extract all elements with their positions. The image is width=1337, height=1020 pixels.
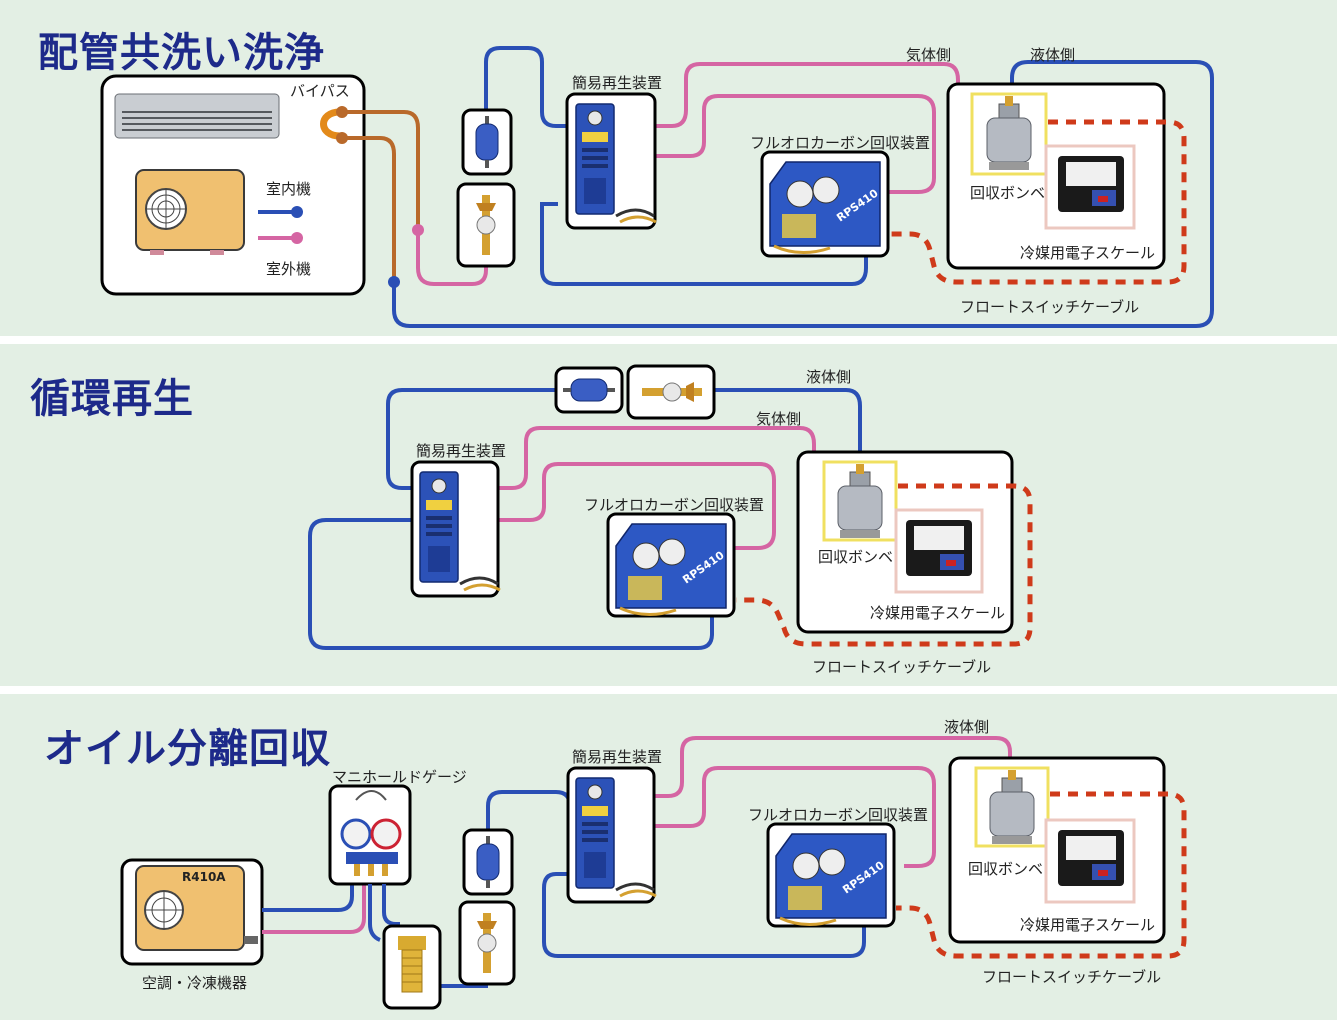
valve-adapter-icon (398, 936, 426, 993)
regen-device-label: 簡易再生装置 (416, 442, 507, 460)
outdoor-unit-label: 室外機 (266, 260, 312, 278)
appliance-label: 空調・冷凍機器 (142, 974, 248, 992)
scale-label: 冷媒用電子スケール (1020, 916, 1156, 934)
scale-icon (1058, 830, 1124, 886)
recovery-unit-label: フルオロカーボン回収装置 (748, 806, 929, 824)
bypass-loop (320, 108, 341, 140)
float-switch-cable (736, 483, 1033, 647)
liquid-side-label: 液体側 (944, 718, 990, 736)
recovery-unit-label: フルオロカーボン回収装置 (750, 134, 931, 152)
float-cable-label: フロートスイッチケーブル (812, 658, 992, 676)
regen-device-label: 簡易再生装置 (572, 74, 663, 92)
gas-side-label: 気体側 (906, 46, 952, 64)
float-cable-label: フロートスイッチケーブル (982, 968, 1162, 986)
recovery-unit-icon (614, 522, 729, 617)
panel-title: オイル分離回収 (44, 726, 331, 772)
manifold-gauge-icon (340, 790, 402, 876)
liquid-line (392, 60, 1214, 328)
cylinder-label: 回収ボンベ (968, 860, 1044, 878)
scale-label: 冷媒用電子スケール (870, 604, 1006, 622)
scale-icon (1058, 156, 1124, 212)
recovery-unit-icon (774, 832, 889, 927)
regen-device-label: 簡易再生装置 (572, 748, 663, 766)
panel-title: 配管共洗い洗浄 (38, 30, 325, 76)
outdoor-unit-icon (135, 169, 245, 255)
indoor-unit-label: 室内機 (266, 180, 312, 198)
liquid-side-label: 液体側 (1030, 46, 1076, 64)
outdoor-unit-icon (135, 865, 258, 951)
indoor-unit-icon (114, 93, 280, 139)
manifold-gauge-label: マニホールドゲージ (332, 768, 467, 786)
liquid-side-label: 液体側 (806, 368, 852, 386)
panel-title: 循環再生 (30, 376, 194, 422)
scale-icon (906, 520, 972, 576)
recovery-unit-icon (768, 160, 883, 255)
recovery-unit-label: フルオロカーボン回収装置 (584, 496, 765, 514)
float-switch-cable (890, 119, 1187, 285)
unit-tag-label: R410A (182, 870, 226, 884)
bypass-label: バイパス (290, 82, 350, 100)
cylinder-label: 回収ボンベ (818, 548, 894, 566)
gas-side-label: 気体側 (756, 410, 802, 428)
float-cable-label: フロートスイッチケーブル (960, 298, 1140, 316)
float-switch-cable (896, 791, 1187, 959)
scale-label: 冷媒用電子スケール (1020, 244, 1156, 262)
cylinder-label: 回収ボンベ (970, 184, 1046, 202)
